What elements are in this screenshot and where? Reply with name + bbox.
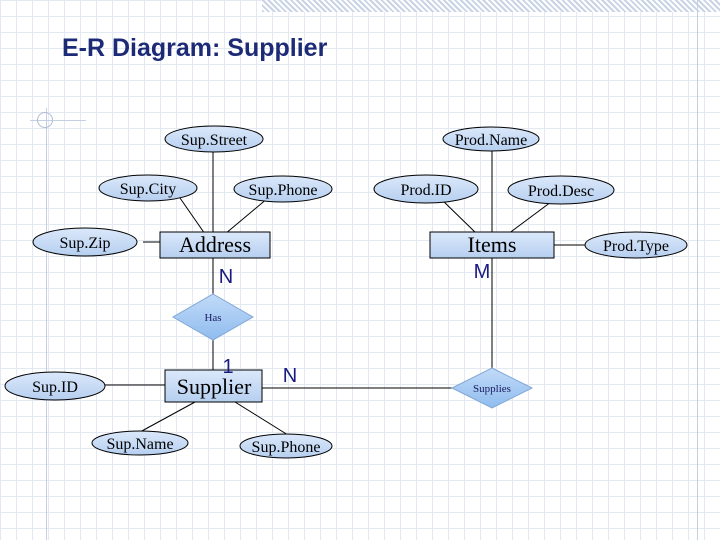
entity-supplier-label: Supplier [177, 374, 252, 399]
attr-sup-phone-supplier-label: Sup.Phone [252, 439, 321, 456]
attr-prod-type: Prod.Type [584, 231, 688, 259]
attr-sup-phone-address: Sup.Phone [233, 175, 333, 203]
entity-items: Items [429, 231, 555, 259]
attr-prod-name-label: Prod.Name [455, 132, 527, 149]
attr-prod-type-label: Prod.Type [603, 238, 669, 255]
line-phone-address [224, 197, 269, 235]
attr-sup-zip-label: Sup.Zip [59, 235, 110, 252]
attr-sup-street-label: Sup.Street [181, 132, 248, 149]
attr-sup-id: Sup.ID [4, 371, 106, 401]
line-city-address [179, 197, 206, 235]
attr-prod-name: Prod.Name [442, 126, 540, 152]
cardinality-address-has: N [219, 266, 233, 288]
page-title: E-R Diagram: Supplier [62, 34, 328, 62]
left-guide-line [46, 108, 47, 540]
entity-supplier: Supplier [164, 369, 263, 403]
entity-address-label: Address [179, 232, 251, 257]
top-decorative-band [262, 0, 720, 12]
attr-prod-id: Prod.ID [373, 174, 479, 204]
attr-sup-phone-address-label: Sup.Phone [249, 182, 318, 199]
cardinality-has-supplier: 1 [222, 356, 233, 378]
relationship-has-label: Has [204, 312, 221, 324]
left-guide-tick [30, 120, 86, 121]
attr-prod-id-label: Prod.ID [400, 182, 451, 199]
corner-circle-mark [37, 112, 53, 128]
attr-sup-phone-supplier: Sup.Phone [239, 433, 333, 459]
attr-sup-name-label: Sup.Name [106, 436, 173, 453]
line-supphone-supplier [234, 401, 289, 436]
line-supname-supplier [139, 401, 196, 433]
attr-sup-id-label: Sup.ID [32, 379, 78, 396]
connector-lines [105, 150, 585, 436]
relationship-has: Has [171, 293, 255, 341]
cardinality-supplier-supplies: N [283, 365, 297, 387]
attr-sup-city: Sup.City [98, 174, 198, 202]
entity-items-label: Items [468, 232, 517, 257]
attr-sup-city-label: Sup.City [120, 181, 176, 198]
line-prodid-items [439, 197, 478, 235]
attr-prod-desc: Prod.Desc [507, 175, 615, 205]
relationship-supplies-label: Supplies [473, 383, 511, 395]
relationship-supplies: Supplies [450, 367, 534, 409]
right-guide-line [697, 0, 698, 540]
cardinality-items-supplies: M [474, 261, 491, 283]
attr-prod-desc-label: Prod.Desc [528, 183, 594, 200]
entity-address: Address [159, 231, 271, 259]
line-proddesc-items [507, 198, 556, 235]
attr-sup-zip: Sup.Zip [32, 227, 138, 257]
attr-sup-name: Sup.Name [91, 430, 189, 456]
attr-sup-street: Sup.Street [164, 125, 264, 153]
